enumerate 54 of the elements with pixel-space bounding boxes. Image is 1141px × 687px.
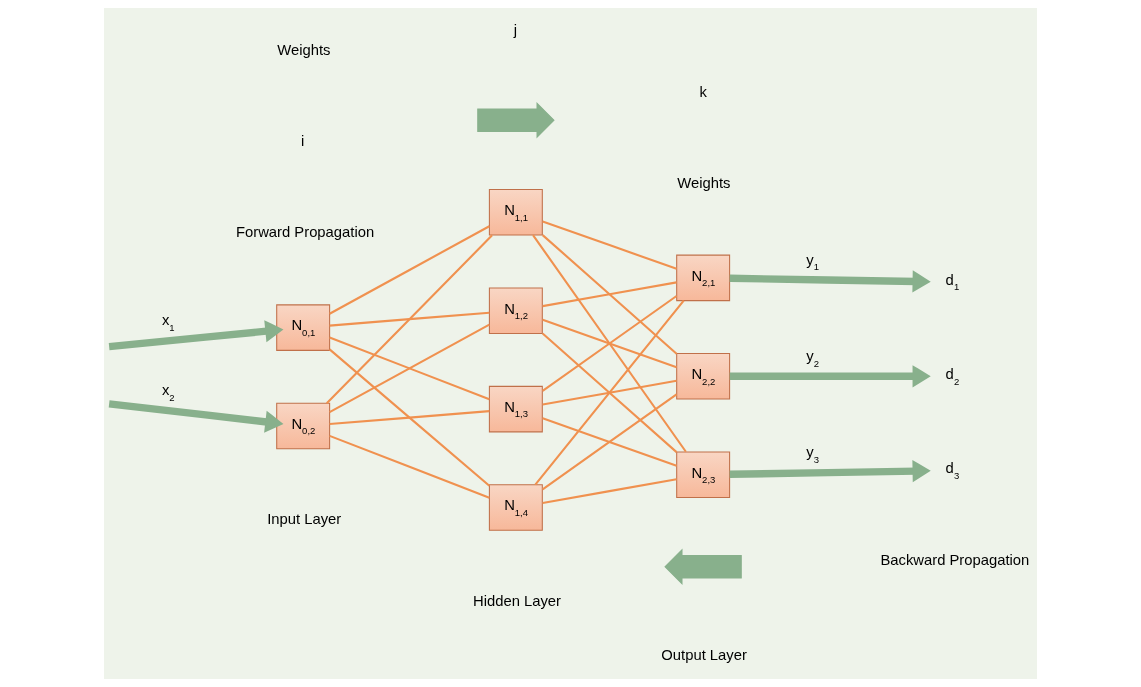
edge-label: x$_{2}$: [161, 382, 175, 403]
edge-label: y$_{2}$: [806, 348, 820, 369]
node-box: N$_{0,1}$: [276, 304, 331, 351]
label: Output Layer: [661, 646, 747, 663]
node-arrow: [477, 102, 555, 139]
connector: [329, 311, 490, 327]
edge-label: x$_{1}$: [161, 312, 175, 333]
connector: [542, 281, 677, 308]
arrow: [108, 400, 284, 433]
connector: [328, 348, 490, 487]
connector: [534, 300, 685, 486]
connector: [542, 220, 677, 270]
connector: [542, 295, 678, 392]
node-text: d$_{1}$: [945, 271, 960, 293]
arrow: [108, 320, 284, 351]
connector: [329, 225, 490, 315]
connector: [542, 379, 677, 406]
label: Hidden Layer: [473, 592, 562, 609]
node-box: N$_{1,4}$: [488, 484, 543, 531]
node-box: N$_{0,2}$: [276, 402, 331, 450]
node-box: N$_{1,3}$: [488, 385, 543, 433]
node-box: N$_{1,2}$: [488, 287, 543, 334]
connector: [329, 434, 490, 499]
node-box: N$_{1,1}$: [488, 189, 543, 236]
node-text: d$_{2}$: [945, 366, 960, 387]
connector: [532, 234, 687, 453]
arrow: [729, 459, 931, 483]
connector: [541, 332, 678, 453]
connector: [542, 318, 677, 369]
node-box: N$_{2,2}$: [676, 353, 731, 400]
label: Weights: [277, 42, 331, 59]
edge-label: y$_{3}$: [806, 444, 820, 465]
label: Weights: [677, 174, 731, 191]
node-box: N$_{2,3}$: [676, 451, 731, 498]
connector: [326, 234, 493, 404]
connector: [541, 234, 678, 355]
connector: [542, 478, 677, 504]
node-box: N$_{2,1}$: [676, 254, 731, 302]
label: i: [301, 133, 305, 150]
arrow: [729, 365, 931, 388]
connector: [329, 410, 490, 426]
connector: [542, 393, 678, 491]
node-text: d$_{3}$: [945, 460, 960, 481]
label: k: [699, 83, 707, 100]
node-arrow: [664, 548, 742, 585]
edge-label: y$_{1}$: [806, 251, 820, 273]
connector: [542, 417, 677, 467]
connector: [329, 336, 490, 401]
arrow: [729, 270, 931, 293]
label: j: [513, 22, 518, 39]
label: Forward Propagation: [235, 224, 375, 241]
label: Input Layer: [267, 511, 342, 528]
connector: [329, 323, 490, 414]
label: Backward Propagation: [880, 552, 1030, 569]
